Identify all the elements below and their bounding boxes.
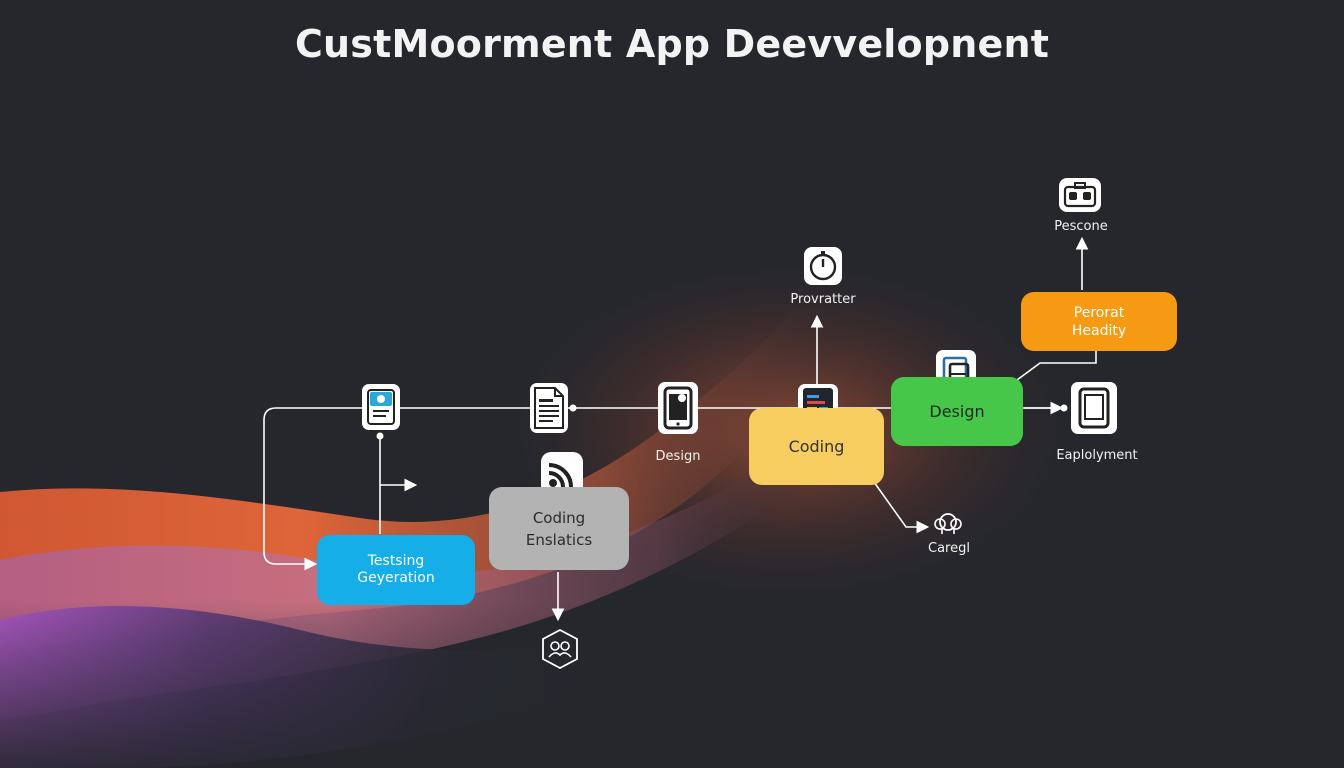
design-label: Design bbox=[655, 449, 701, 464]
testing-generation-node[interactable]: Testsing Geyeration bbox=[317, 535, 475, 605]
tablet-device-icon bbox=[1071, 382, 1117, 434]
connector-dot bbox=[376, 432, 384, 440]
coding-enslatics-line1: Coding bbox=[532, 508, 586, 527]
team-icon bbox=[930, 510, 966, 540]
coding-enslatics-node[interactable]: Coding Enslatics bbox=[489, 487, 629, 570]
tablet-icon bbox=[658, 382, 698, 434]
pescone-label: Pescone bbox=[1054, 219, 1108, 234]
coding-enslatics-line2: Enslatics bbox=[525, 530, 593, 549]
personal-line1: Perorat bbox=[1073, 304, 1125, 321]
design-node-label: Design bbox=[929, 402, 985, 421]
eaplolyment-label: Eaplolyment bbox=[1056, 448, 1138, 463]
connector-design-personal bbox=[1016, 350, 1097, 381]
personal-line2: Headity bbox=[1071, 322, 1127, 339]
provratter-label: Provratter bbox=[790, 292, 856, 307]
connector-dot bbox=[1060, 404, 1068, 412]
connector-dot bbox=[569, 404, 577, 412]
profile-card-icon bbox=[362, 384, 400, 430]
document-icon bbox=[530, 383, 568, 433]
testing-line2: Geyeration bbox=[357, 570, 435, 586]
suitcase-icon bbox=[1059, 178, 1101, 212]
connector-coding-caregl bbox=[873, 481, 930, 534]
stopwatch-icon bbox=[804, 247, 842, 285]
design-node[interactable]: Design bbox=[891, 377, 1023, 446]
caregl-label: Caregl bbox=[928, 541, 970, 556]
diagram-title: CustMoorment App Deevvelopnent bbox=[294, 22, 1050, 66]
coding-node[interactable]: Coding bbox=[749, 408, 884, 485]
personal-headity-node[interactable]: Perorat Headity bbox=[1021, 292, 1177, 351]
testing-line1: Testsing bbox=[367, 553, 425, 569]
team-hexagon-icon bbox=[540, 628, 580, 670]
connector-loop bbox=[263, 407, 318, 571]
coding-label: Coding bbox=[788, 437, 845, 456]
